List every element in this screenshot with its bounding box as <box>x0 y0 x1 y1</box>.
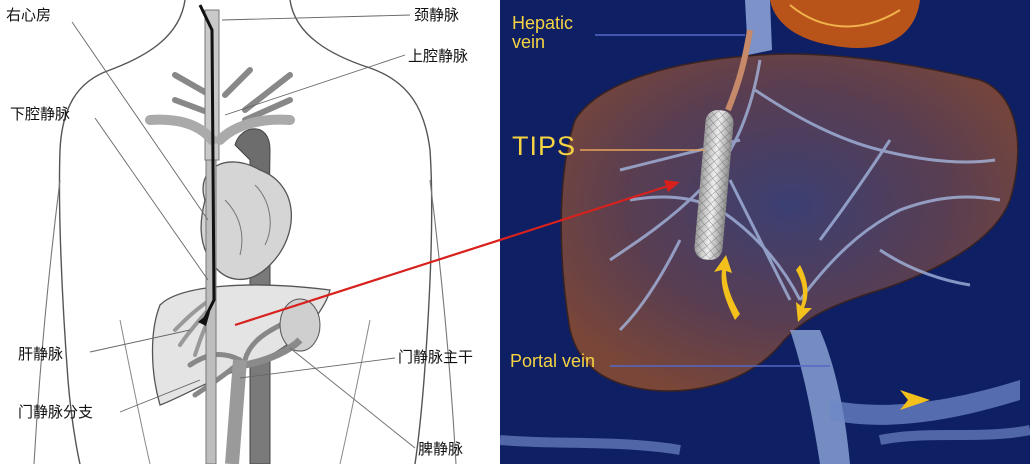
torso-outline <box>58 0 186 464</box>
label-splenic-vein: 脾静脉 <box>418 440 464 458</box>
waist-line-left <box>119 319 151 464</box>
lower-blue-vessels <box>500 425 1030 455</box>
heart-hint-vessels <box>789 4 901 28</box>
label-portal-vein-branch: 门静脉分支 <box>18 403 94 421</box>
label-portal-vein-trunk: 门静脉主干 <box>398 348 474 366</box>
catheter-arrow-icon <box>198 312 210 326</box>
hepatic-vein-text: Hepatic vein <box>512 13 574 52</box>
waist-line-right <box>339 319 371 464</box>
tips-liver-panel: Hepatic vein TIPS Portal vein <box>500 0 1030 464</box>
label-inferior-vena-cava: 下腔静脉 <box>10 105 71 123</box>
arm-line-left <box>33 179 61 464</box>
left-leader-lines <box>71 14 416 449</box>
liver-illustration <box>500 0 1030 464</box>
anatomy-line-drawing-panel: 右心房 颈静脉 上腔静脉 下腔静脉 肝静脉 门静脉主干 门静脉分支 脾静脉 <box>0 0 500 464</box>
label-hepatic-vein-en: Hepatic vein <box>512 14 582 52</box>
ivc-shape <box>205 159 217 464</box>
portal-vein-trunk-shape <box>225 359 247 464</box>
tips-stent-mesh <box>694 110 734 260</box>
label-hepatic-vein: 肝静脉 <box>18 345 64 363</box>
label-portal-vein-en: Portal vein <box>510 351 596 371</box>
label-jugular-vein: 颈静脉 <box>414 6 460 24</box>
flow-arrow-icon <box>900 390 930 410</box>
portal-vein-shape <box>790 330 850 464</box>
torso-illustration <box>33 0 457 464</box>
flow-arrows <box>714 255 930 410</box>
catheter-path <box>198 4 216 319</box>
label-superior-vena-cava: 上腔静脉 <box>408 47 469 65</box>
splenic-vein-shape <box>244 337 303 369</box>
label-right-atrium: 右心房 <box>6 6 52 24</box>
label-tips: TIPS <box>512 131 577 161</box>
flow-arrow-icon <box>714 255 740 320</box>
brachiocephalic-veins <box>145 114 295 145</box>
splenic-vein-right <box>830 380 1020 425</box>
arm-line-right <box>429 179 457 464</box>
heart-hint-shape <box>770 0 920 48</box>
torso-outline-right <box>289 0 433 464</box>
stent-catheter-top <box>725 29 753 112</box>
liver-shape <box>560 53 1019 392</box>
hepatic-vein-trunk-shape <box>745 0 772 55</box>
flow-arrow-icon <box>796 265 812 322</box>
jugular-vessels <box>172 67 293 123</box>
